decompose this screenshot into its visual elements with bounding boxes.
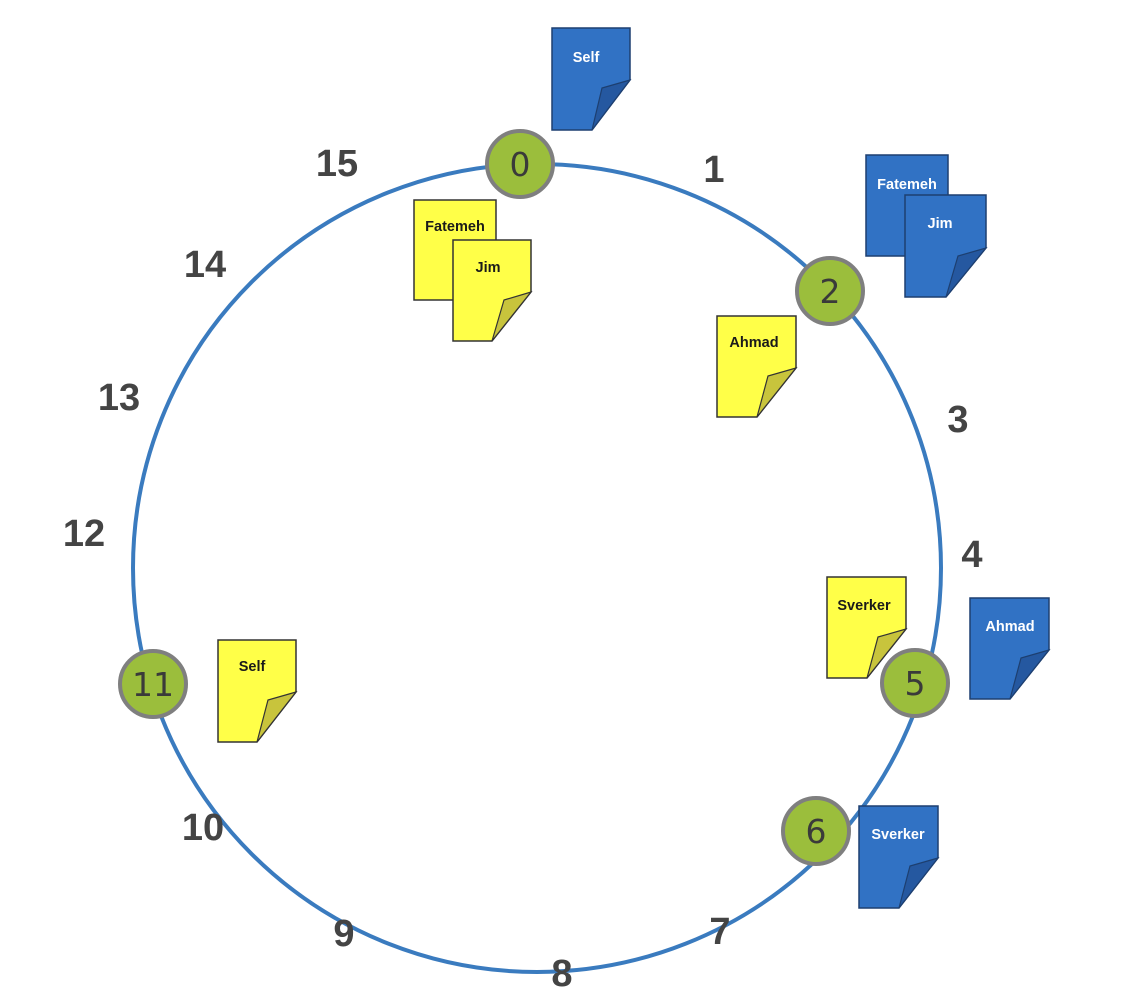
position-label-15: 15: [316, 143, 358, 185]
node-label: 6: [806, 812, 827, 851]
node-2: 2: [795, 256, 865, 326]
blue-doc-ahmad: Ahmad: [969, 597, 1051, 700]
doc-label: Sverker: [837, 598, 891, 614]
doc-label: Ahmad: [729, 335, 778, 351]
doc-label: Sverker: [871, 827, 925, 843]
position-label-3: 3: [947, 399, 968, 441]
node-label: 2: [820, 272, 841, 311]
position-label-14: 14: [184, 244, 226, 286]
position-label-8: 8: [551, 953, 572, 995]
position-label-10: 10: [182, 807, 224, 849]
blue-doc-sverker: Sverker: [858, 805, 940, 909]
position-label-12: 12: [63, 513, 105, 555]
node-label: 0: [510, 145, 531, 184]
blue-doc-jim: Jim: [904, 194, 988, 298]
position-label-9: 9: [333, 913, 354, 955]
position-label-1: 1: [703, 149, 724, 191]
position-label-4: 4: [961, 534, 982, 576]
yellow-doc-ahmad: Ahmad: [716, 315, 798, 418]
position-label-7: 7: [709, 911, 730, 953]
doc-label: Fatemeh: [425, 219, 485, 235]
blue-doc-self: Self: [551, 27, 632, 131]
node-0: 0: [485, 129, 555, 199]
node-label: 5: [905, 664, 926, 703]
node-label: 11: [132, 665, 174, 704]
node-6: 6: [781, 796, 851, 866]
doc-label: Ahmad: [985, 619, 1034, 635]
yellow-doc-sverker: Sverker: [826, 576, 908, 679]
doc-label: Jim: [476, 260, 501, 276]
doc-label: Self: [239, 659, 266, 675]
doc-label: Self: [573, 50, 600, 66]
node-11: 11: [118, 649, 188, 719]
yellow-doc-self: Self: [217, 639, 298, 743]
doc-label: Jim: [928, 216, 953, 232]
node-5: 5: [880, 648, 950, 718]
doc-label: Fatemeh: [877, 177, 937, 193]
position-label-13: 13: [98, 377, 140, 419]
yellow-doc-jim: Jim: [452, 239, 533, 342]
